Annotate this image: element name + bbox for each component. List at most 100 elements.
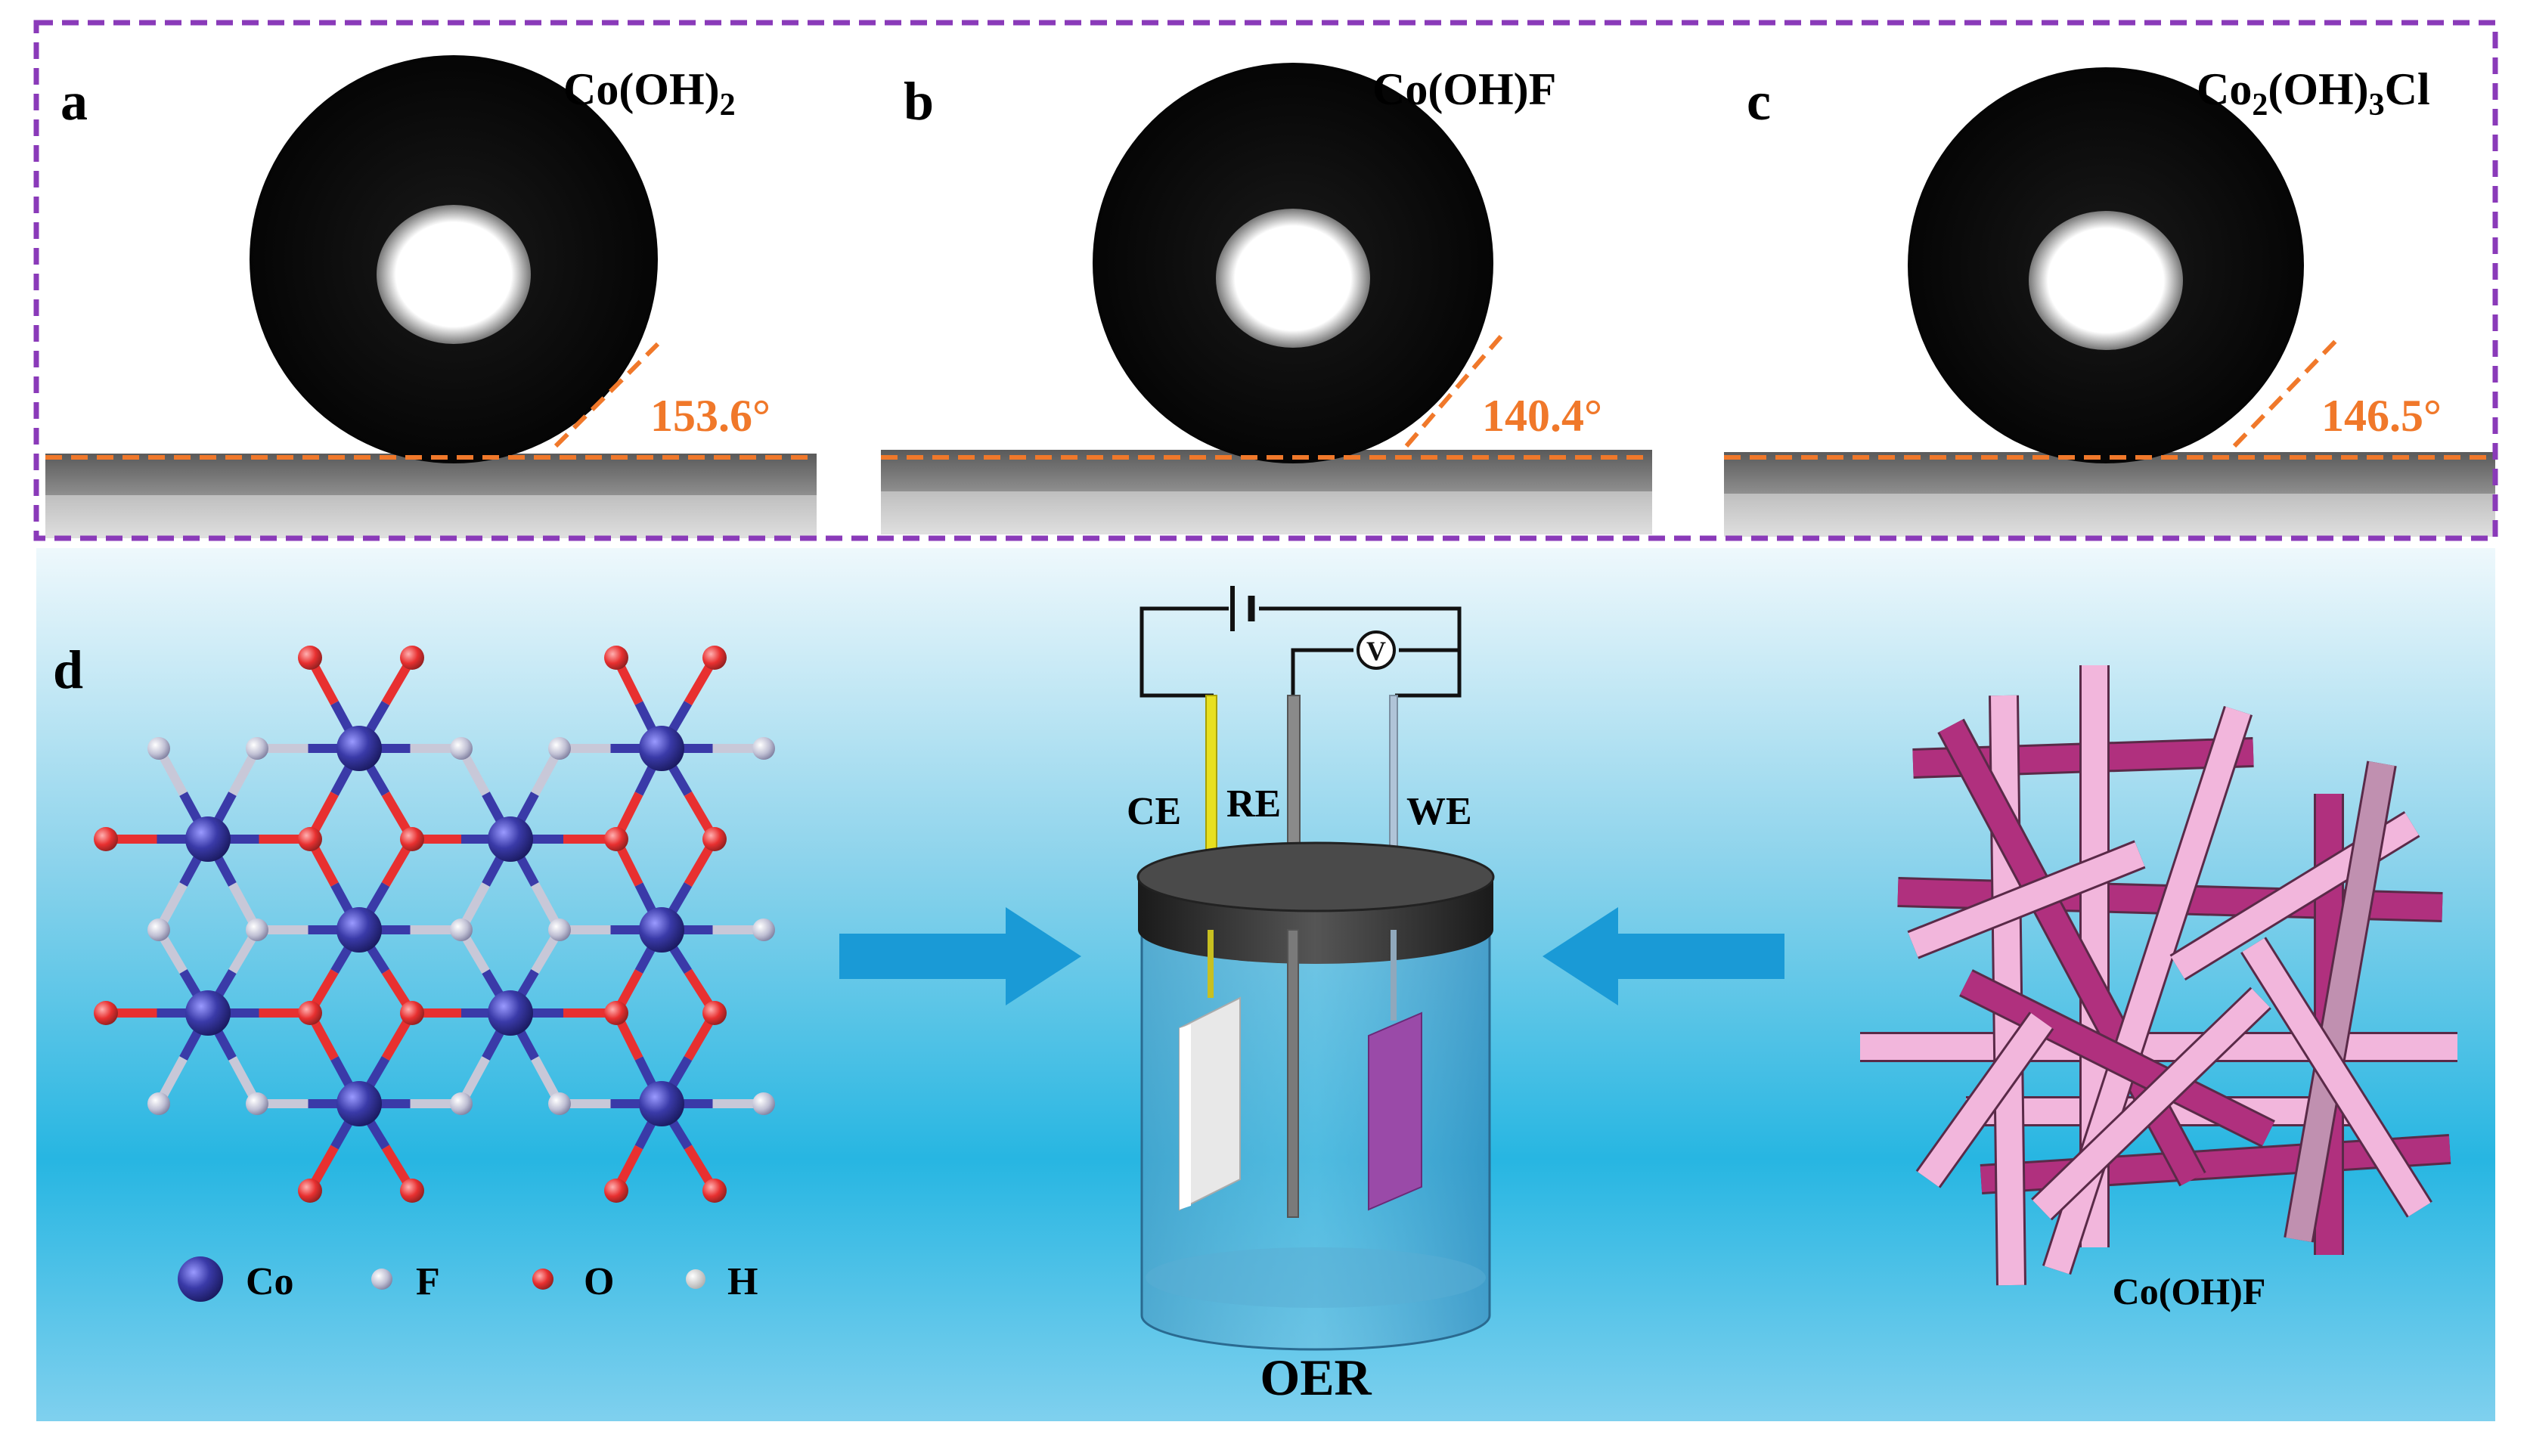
o-atom bbox=[94, 1001, 118, 1025]
o-atom bbox=[702, 827, 727, 851]
o-atom bbox=[702, 1179, 727, 1203]
f-atom bbox=[548, 737, 571, 760]
re-label: RE bbox=[1226, 782, 1281, 826]
legend-co-label: Co bbox=[246, 1260, 294, 1303]
o-atom bbox=[702, 1001, 727, 1025]
substrate-glare bbox=[1724, 494, 2495, 537]
substrate-glare bbox=[881, 491, 1652, 534]
atoms bbox=[94, 646, 775, 1203]
droplet-highlight bbox=[2029, 211, 2183, 350]
o-atom bbox=[298, 646, 322, 670]
reference-electrode-rod bbox=[1287, 929, 1299, 1218]
co-atom bbox=[639, 907, 684, 953]
we-wire-inner bbox=[1391, 930, 1397, 1021]
we-label: WE bbox=[1406, 790, 1472, 833]
co-atom bbox=[336, 726, 382, 771]
ce-wire-inner bbox=[1208, 930, 1214, 998]
f-atom bbox=[246, 1092, 268, 1115]
f-atom bbox=[752, 919, 775, 941]
contact-angle-border bbox=[33, 20, 2498, 541]
f-atom bbox=[147, 1092, 170, 1115]
o-atom bbox=[94, 827, 118, 851]
f-atom bbox=[246, 737, 268, 760]
o-atom bbox=[702, 646, 727, 670]
f-atom bbox=[450, 1092, 473, 1115]
o-atom bbox=[400, 646, 424, 670]
f-atom bbox=[752, 1092, 775, 1115]
f-atom bbox=[752, 737, 775, 760]
nanorod bbox=[2032, 988, 2270, 1219]
voltmeter-label: V bbox=[1366, 636, 1386, 666]
contact-angle-value: 146.5° bbox=[2321, 391, 2442, 441]
o-atom bbox=[298, 1001, 322, 1025]
legend-f-atom bbox=[371, 1269, 392, 1290]
voltmeter-icon bbox=[1357, 630, 1396, 670]
ce-label: CE bbox=[1127, 790, 1181, 833]
o-atom bbox=[298, 827, 322, 851]
o-atom bbox=[604, 1179, 628, 1203]
f-atom bbox=[548, 919, 571, 941]
legend-h-atom bbox=[686, 1269, 705, 1289]
cell-title: OER bbox=[1260, 1349, 1372, 1406]
formula: Co(OH)2 bbox=[563, 64, 736, 122]
atom-legend: Co F O H bbox=[178, 1256, 758, 1303]
legend-o-label: O bbox=[584, 1260, 614, 1303]
legend-f-label: F bbox=[416, 1260, 440, 1303]
contact-angle-value: 140.4° bbox=[1482, 391, 1602, 441]
contact-angle-value: 153.6° bbox=[650, 391, 771, 441]
ce-wire bbox=[1205, 695, 1217, 863]
o-atom bbox=[400, 827, 424, 851]
co-atom bbox=[488, 816, 533, 862]
co-atom bbox=[336, 1081, 382, 1126]
o-atom bbox=[400, 1001, 424, 1025]
panel-letter: c bbox=[1747, 71, 1771, 132]
o-atom bbox=[298, 1179, 322, 1203]
co-atom bbox=[639, 1081, 684, 1126]
nanorod bbox=[2242, 937, 2431, 1217]
working-electrode-plate bbox=[1368, 1011, 1422, 1211]
co-atom bbox=[336, 907, 382, 953]
f-atom bbox=[246, 919, 268, 941]
co-atom bbox=[488, 990, 533, 1036]
panel-letter: a bbox=[60, 71, 88, 132]
legend-o-atom bbox=[532, 1269, 553, 1290]
substrate-glare bbox=[45, 495, 817, 538]
electrochemical-cell: V CE RE WE OER bbox=[1127, 586, 1495, 1406]
f-atom bbox=[548, 1092, 571, 1115]
nanorod bbox=[1960, 971, 2274, 1146]
panel-d-letter: d bbox=[53, 640, 83, 700]
nanorods-label: Co(OH)F bbox=[2113, 1270, 2266, 1312]
f-atom bbox=[147, 737, 170, 760]
o-atom bbox=[400, 1179, 424, 1203]
cell-bottom bbox=[1146, 1247, 1486, 1308]
nanorod bbox=[1908, 842, 2145, 957]
we-wire bbox=[1389, 695, 1398, 863]
arrow-left bbox=[1543, 907, 1784, 1005]
legend-h-label: H bbox=[727, 1260, 758, 1303]
cell-lid-top bbox=[1136, 841, 1495, 912]
re-rod bbox=[1287, 695, 1301, 863]
nanorod bbox=[2286, 761, 2395, 1242]
co-atom bbox=[639, 726, 684, 771]
f-atom bbox=[450, 919, 473, 941]
droplet-highlight bbox=[377, 205, 531, 344]
o-atom bbox=[604, 1001, 628, 1025]
arrow-right bbox=[839, 907, 1081, 1005]
o-atom bbox=[604, 646, 628, 670]
crystal-structure bbox=[94, 646, 775, 1203]
droplet-highlight bbox=[1216, 209, 1370, 348]
o-atom bbox=[604, 827, 628, 851]
panel-a: a Co(OH)2 153.6° bbox=[45, 55, 817, 538]
counter-electrode-edge bbox=[1180, 1024, 1191, 1210]
legend-co-atom bbox=[178, 1256, 223, 1302]
formula: Co(OH)F bbox=[1372, 64, 1556, 114]
co-atom bbox=[185, 816, 231, 862]
f-atom bbox=[450, 737, 473, 760]
nanorod bbox=[1918, 1013, 2052, 1187]
f-atom bbox=[147, 919, 170, 941]
nanorod-network bbox=[1860, 665, 2457, 1286]
